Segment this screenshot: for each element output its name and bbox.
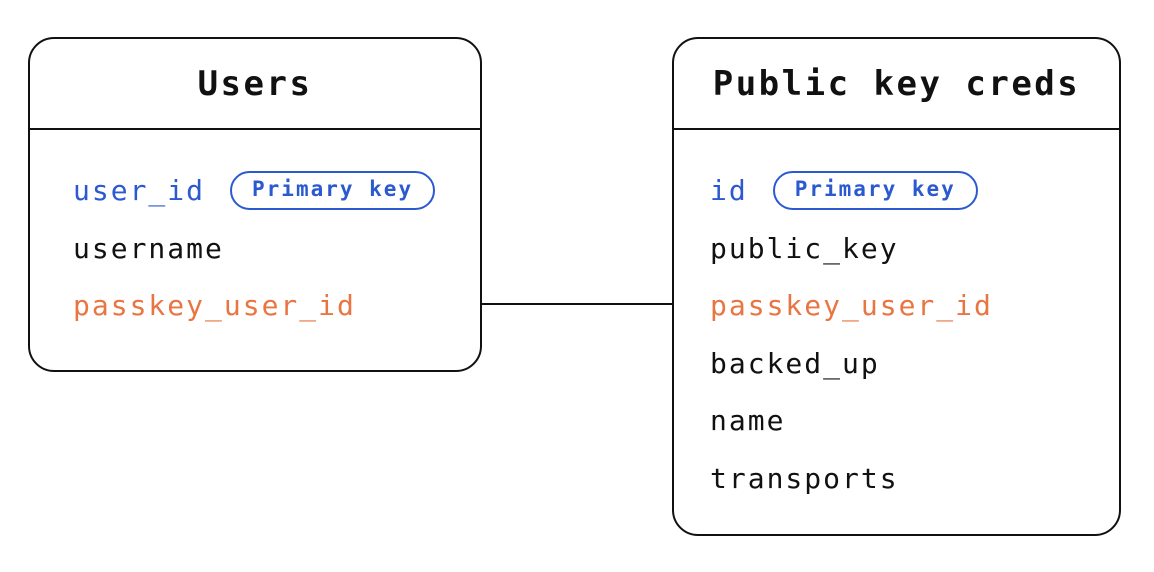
public-key-creds-table-body: id Primary key public_key passkey_user_i…	[674, 130, 1119, 507]
users-table: Users user_id Primary key username passk…	[28, 37, 482, 372]
field-row-transports: transports	[674, 450, 1119, 508]
field-row-user-id: user_id Primary key	[30, 162, 480, 220]
field-row-id: id Primary key	[674, 162, 1119, 220]
field-row-backed-up: backed_up	[674, 335, 1119, 393]
field-row-public-key: public_key	[674, 220, 1119, 278]
relationship-line	[480, 303, 674, 305]
field-name-user-id: user_id	[73, 174, 206, 208]
field-row-passkey-user-id: passkey_user_id	[30, 277, 480, 335]
field-name-id: id	[710, 174, 748, 208]
field-name-public-key: public_key	[710, 231, 899, 265]
field-name-name: name	[710, 404, 786, 438]
primary-key-badge: Primary key	[230, 171, 436, 211]
field-row-username: username	[30, 220, 480, 278]
primary-key-badge: Primary key	[772, 171, 978, 211]
public-key-creds-table: Public key creds id Primary key public_k…	[672, 37, 1121, 536]
field-name-username: username	[73, 231, 224, 265]
field-name-passkey-user-id: passkey_user_id	[710, 289, 993, 323]
field-name-passkey-user-id: passkey_user_id	[73, 289, 356, 323]
users-table-title: Users	[30, 39, 480, 130]
field-name-backed-up: backed_up	[710, 346, 880, 380]
field-row-name: name	[674, 392, 1119, 450]
field-name-transports: transports	[710, 461, 899, 495]
field-row-passkey-user-id: passkey_user_id	[674, 277, 1119, 335]
public-key-creds-table-title: Public key creds	[674, 39, 1119, 130]
users-table-body: user_id Primary key username passkey_use…	[30, 130, 480, 335]
